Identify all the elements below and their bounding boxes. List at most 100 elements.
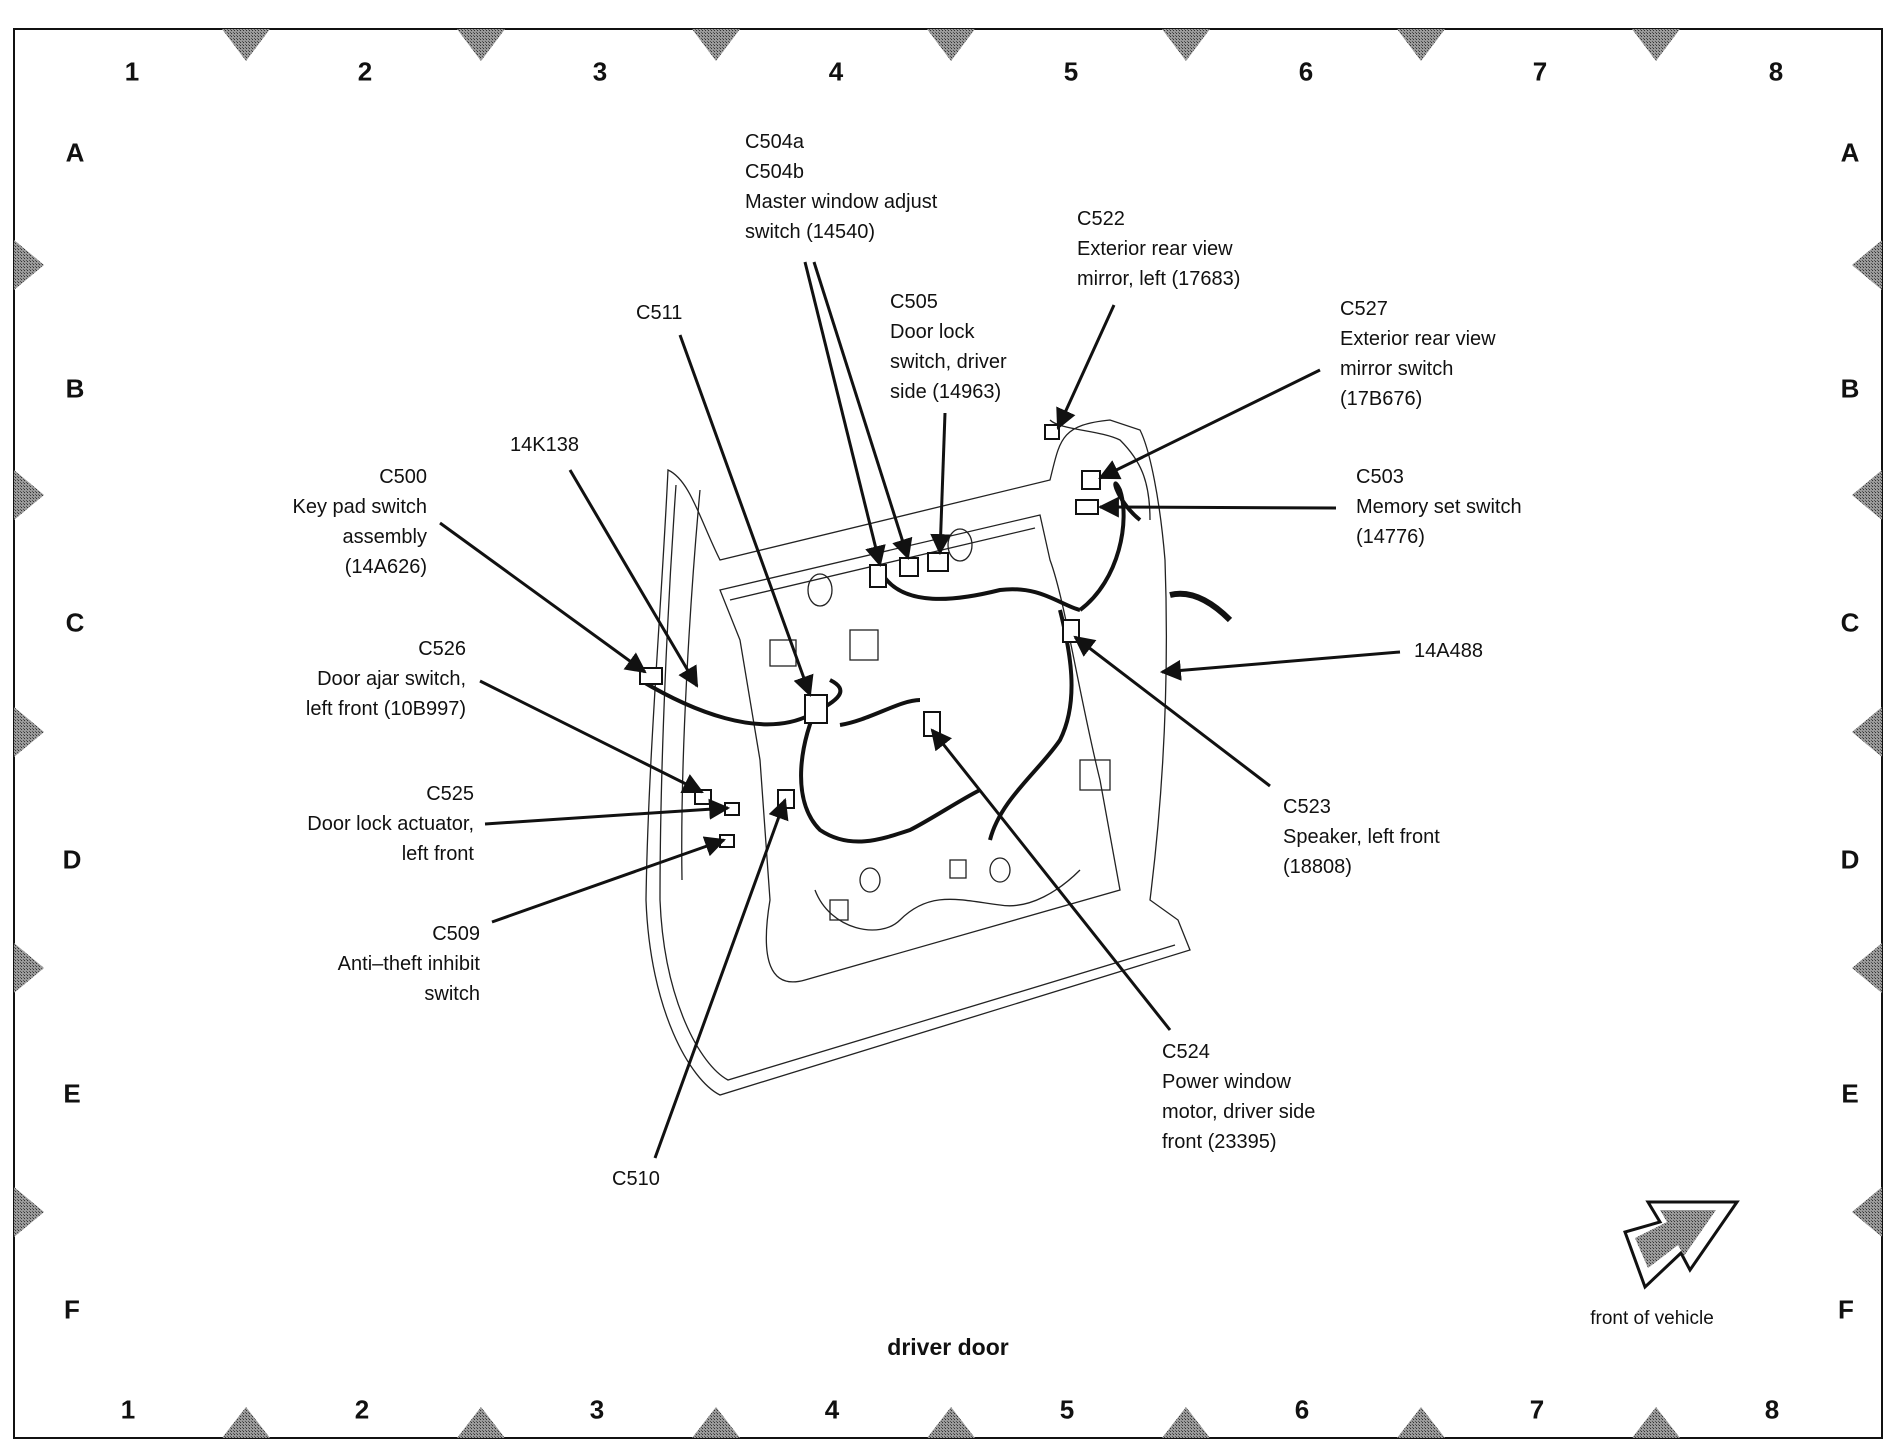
grid-col-label: 7 [1529, 1394, 1545, 1425]
leader-lines [439, 261, 1401, 1159]
leader-c525 [484, 798, 731, 826]
callout-line: C511 [636, 302, 683, 324]
connector-c510 [777, 789, 795, 809]
callout-line: (14A626) [344, 556, 427, 578]
grid-row-label: B [65, 373, 85, 404]
callout-line: C526 [418, 638, 466, 660]
grid-marker-top [692, 29, 740, 61]
connector-c504a [869, 564, 887, 588]
callout-c525-door-lock-actuator: C525 Door lock actuator, left front [307, 779, 474, 869]
grid-row-label: B [1840, 373, 1860, 404]
grid-col-label: 6 [1294, 1394, 1310, 1425]
connector-c522 [1044, 424, 1060, 440]
callout-c511: C511 [636, 298, 682, 328]
callout-line: C510 [612, 1168, 660, 1190]
grid-col-label: 2 [354, 1394, 370, 1425]
callout-line: Master window adjust [745, 191, 938, 213]
grid-marker-left [14, 470, 44, 520]
callout-line: motor, driver side [1162, 1101, 1316, 1123]
callout-line: mirror, left (17683) [1077, 268, 1241, 290]
grid-row-label: E [63, 1078, 81, 1109]
callout-c527-mirror-switch: C527 Exterior rear view mirror switch (1… [1340, 294, 1496, 414]
connector-c527 [1081, 470, 1101, 490]
callout-line: switch, driver [890, 351, 1007, 373]
grid-marker-bottom [692, 1407, 740, 1438]
grid-marker-bottom [1397, 1407, 1445, 1438]
callout-c522-exterior-mirror: C522 Exterior rear view mirror, left (17… [1077, 204, 1240, 294]
leader-c503 [1097, 496, 1337, 518]
grid-marker-bottom [1632, 1407, 1680, 1438]
callout-line: (17B676) [1340, 388, 1423, 410]
grid-marker-top [1397, 29, 1445, 61]
callout-line: mirror switch [1340, 358, 1454, 380]
callout-line: front (23395) [1162, 1131, 1277, 1153]
grid-marker-right [1852, 943, 1882, 993]
grid-marker-left [14, 1187, 44, 1237]
leader-c500 [439, 521, 647, 674]
grid-row-label: A [65, 137, 85, 168]
callout-line: assembly [342, 526, 427, 548]
grid-row-label: E [1841, 1078, 1859, 1109]
grid-marker-top [927, 29, 975, 61]
grid-marker-top [1162, 29, 1210, 61]
callout-line: Exterior rear view [1077, 238, 1233, 260]
diagram-title: driver door [887, 1334, 1009, 1360]
connector-c505 [927, 552, 949, 572]
door-illustration [638, 419, 1233, 1096]
grid-col-label: 5 [1063, 56, 1079, 87]
front-of-vehicle-arrow-icon [1623, 1200, 1740, 1290]
leader-c510 [653, 798, 789, 1159]
connector-c503 [1075, 499, 1099, 515]
grid-marker-bottom [1162, 1407, 1210, 1438]
grid-col-label: 8 [1764, 1394, 1780, 1425]
grid-marker-top [457, 29, 505, 61]
grid-marker-bottom [457, 1407, 505, 1438]
callout-line: C505 [890, 291, 938, 313]
callout-line: C500 [379, 466, 427, 488]
grid-row-label: A [1840, 137, 1860, 168]
callout-line: left front (10B997) [305, 698, 466, 720]
callout-line: Speaker, left front [1283, 826, 1440, 848]
grid-col-label: 4 [824, 1394, 840, 1425]
grid-col-label: 2 [357, 56, 373, 87]
grid-row-label: D [1840, 844, 1860, 875]
leader-c509 [491, 836, 726, 924]
callout-line: Power window [1162, 1071, 1291, 1093]
leader-c526 [479, 679, 704, 794]
callout-line: Exterior rear view [1340, 328, 1496, 350]
callout-line: Memory set switch [1356, 496, 1522, 518]
callout-line: C525 [426, 783, 474, 805]
grid-marker-right [1852, 707, 1882, 757]
callout-line: C523 [1283, 796, 1331, 818]
grid-marker-left [14, 943, 44, 993]
grid-col-label: 1 [120, 1394, 136, 1425]
leader-c522 [1056, 304, 1116, 430]
callout-line: C503 [1356, 466, 1404, 488]
callout-line: Door ajar switch, [317, 668, 466, 690]
grid-marker-right [1852, 240, 1882, 290]
callout-line: Door lock [890, 321, 975, 343]
connector-c504b [899, 557, 919, 577]
callout-c524-power-window-motor: C524 Power window motor, driver side fro… [1162, 1037, 1315, 1157]
callout-line: 14A488 [1414, 640, 1483, 662]
callout-line: C527 [1340, 298, 1388, 320]
callout-line: Anti–theft inhibit [337, 953, 480, 975]
callout-line: Key pad switch [292, 496, 427, 518]
grid-col-label: 3 [592, 56, 608, 87]
grid-marker-left [14, 707, 44, 757]
leader-k138 [568, 469, 699, 688]
callout-c526-door-ajar-switch: C526 Door ajar switch, left front (10B99… [306, 634, 466, 724]
grid-row-label: F [1838, 1294, 1854, 1325]
grid-row-label: D [62, 844, 82, 875]
callout-line: switch (14540) [745, 221, 876, 243]
callout-line: (14776) [1356, 526, 1425, 548]
leader-c523 [1073, 635, 1271, 788]
door-inner-panel [719, 514, 1121, 983]
leader-c511 [678, 334, 814, 697]
leader-c504b [812, 261, 913, 561]
grid-marker-right [1852, 1187, 1882, 1237]
harness-main [638, 678, 843, 727]
callout-line: (18808) [1283, 856, 1352, 878]
grid-col-label: 3 [589, 1394, 605, 1425]
